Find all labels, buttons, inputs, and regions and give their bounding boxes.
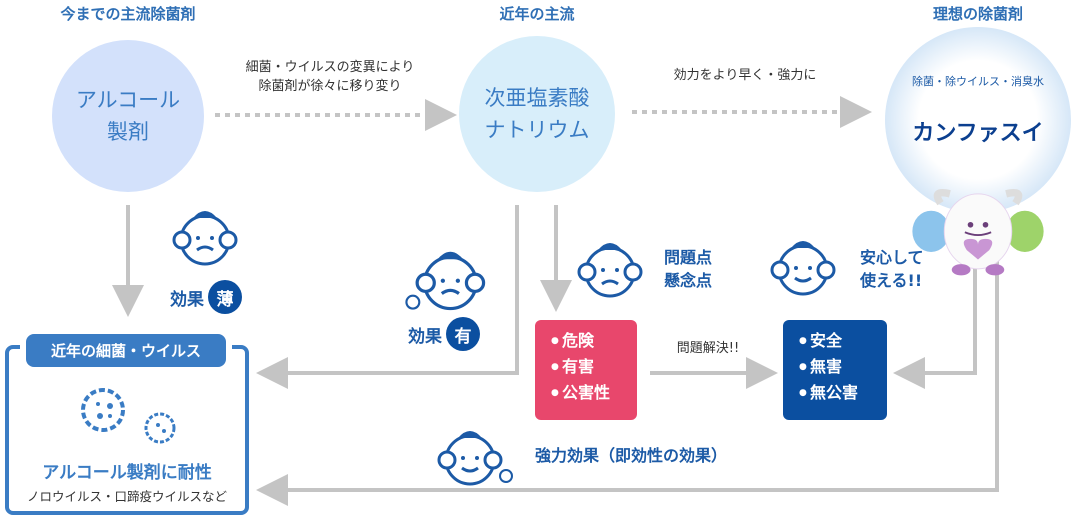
right-column-title: 理想の除菌剤: [932, 5, 1023, 23]
worried-face-icon: [172, 211, 238, 266]
stronger-note: 効力をより早く・強力に: [673, 68, 817, 83]
weak-badge: 薄: [208, 280, 242, 314]
middle-column-title: 近年の主流: [499, 5, 575, 23]
safe-item: 安全: [799, 328, 887, 354]
safe-item: 無公害: [799, 380, 887, 406]
strong-effect-label: 強力効果（即効性の効果）: [535, 446, 728, 465]
danger-item: 危険: [551, 328, 637, 354]
effect-label: 効果: [170, 289, 204, 310]
present-badge: 有: [446, 317, 480, 351]
concerned-face-icon: [577, 243, 643, 298]
safe-box: 安全 無害 無公害: [783, 320, 887, 420]
virus-panel-header: 近年の細菌・ウイルス: [26, 334, 226, 367]
alcohol-circle: アルコール 製剤: [52, 40, 204, 192]
virus-icon: [81, 388, 176, 444]
safe-item: 無害: [799, 354, 887, 380]
hypochlorite-circle: 次亜塩素酸 ナトリウム: [459, 36, 615, 192]
effect-weak: 効果 薄: [170, 280, 242, 314]
danger-box: 危険 有害 公害性: [535, 320, 637, 420]
alcohol-resistant-label: アルコール製剤に耐性: [42, 463, 212, 483]
strong-face-icon: [437, 431, 513, 486]
kanfasui-logo-text: カンファスイ: [912, 121, 1044, 146]
virus-examples: ノロウイルス・口蹄疫ウイルスなど: [26, 489, 227, 504]
concerns-label: 問題点 懸念点: [664, 248, 713, 290]
problem-solved-note: 問題解決!!: [676, 341, 740, 356]
effect-present: 効果 有: [408, 317, 480, 351]
left-column-title: 今までの主流除菌剤: [60, 5, 196, 23]
mascot-characters-icon: [912, 188, 1044, 276]
kanfasui-to-safe-arrow: [893, 225, 977, 389]
change-reason-note: 細菌・ウイルスの変異により 除菌剤が徐々に移り変り: [245, 60, 415, 94]
safe-use-label: 安心して 使える!!: [860, 248, 924, 290]
thumbs-up-face-icon: [405, 251, 486, 311]
effect-label: 効果: [408, 326, 442, 347]
kanfasui-logo-circle: 除菌・除ウイルス・消臭水 カンファスイ: [885, 27, 1071, 276]
danger-item: 有害: [551, 354, 637, 380]
relieved-face-icon: [770, 241, 836, 296]
danger-item: 公害性: [551, 380, 637, 406]
kanfasui-tagline: 除菌・除ウイルス・消臭水: [912, 75, 1044, 88]
hypo-to-virus-arrow: [256, 205, 519, 389]
kanfasui-to-virus-arrow: [256, 225, 999, 506]
